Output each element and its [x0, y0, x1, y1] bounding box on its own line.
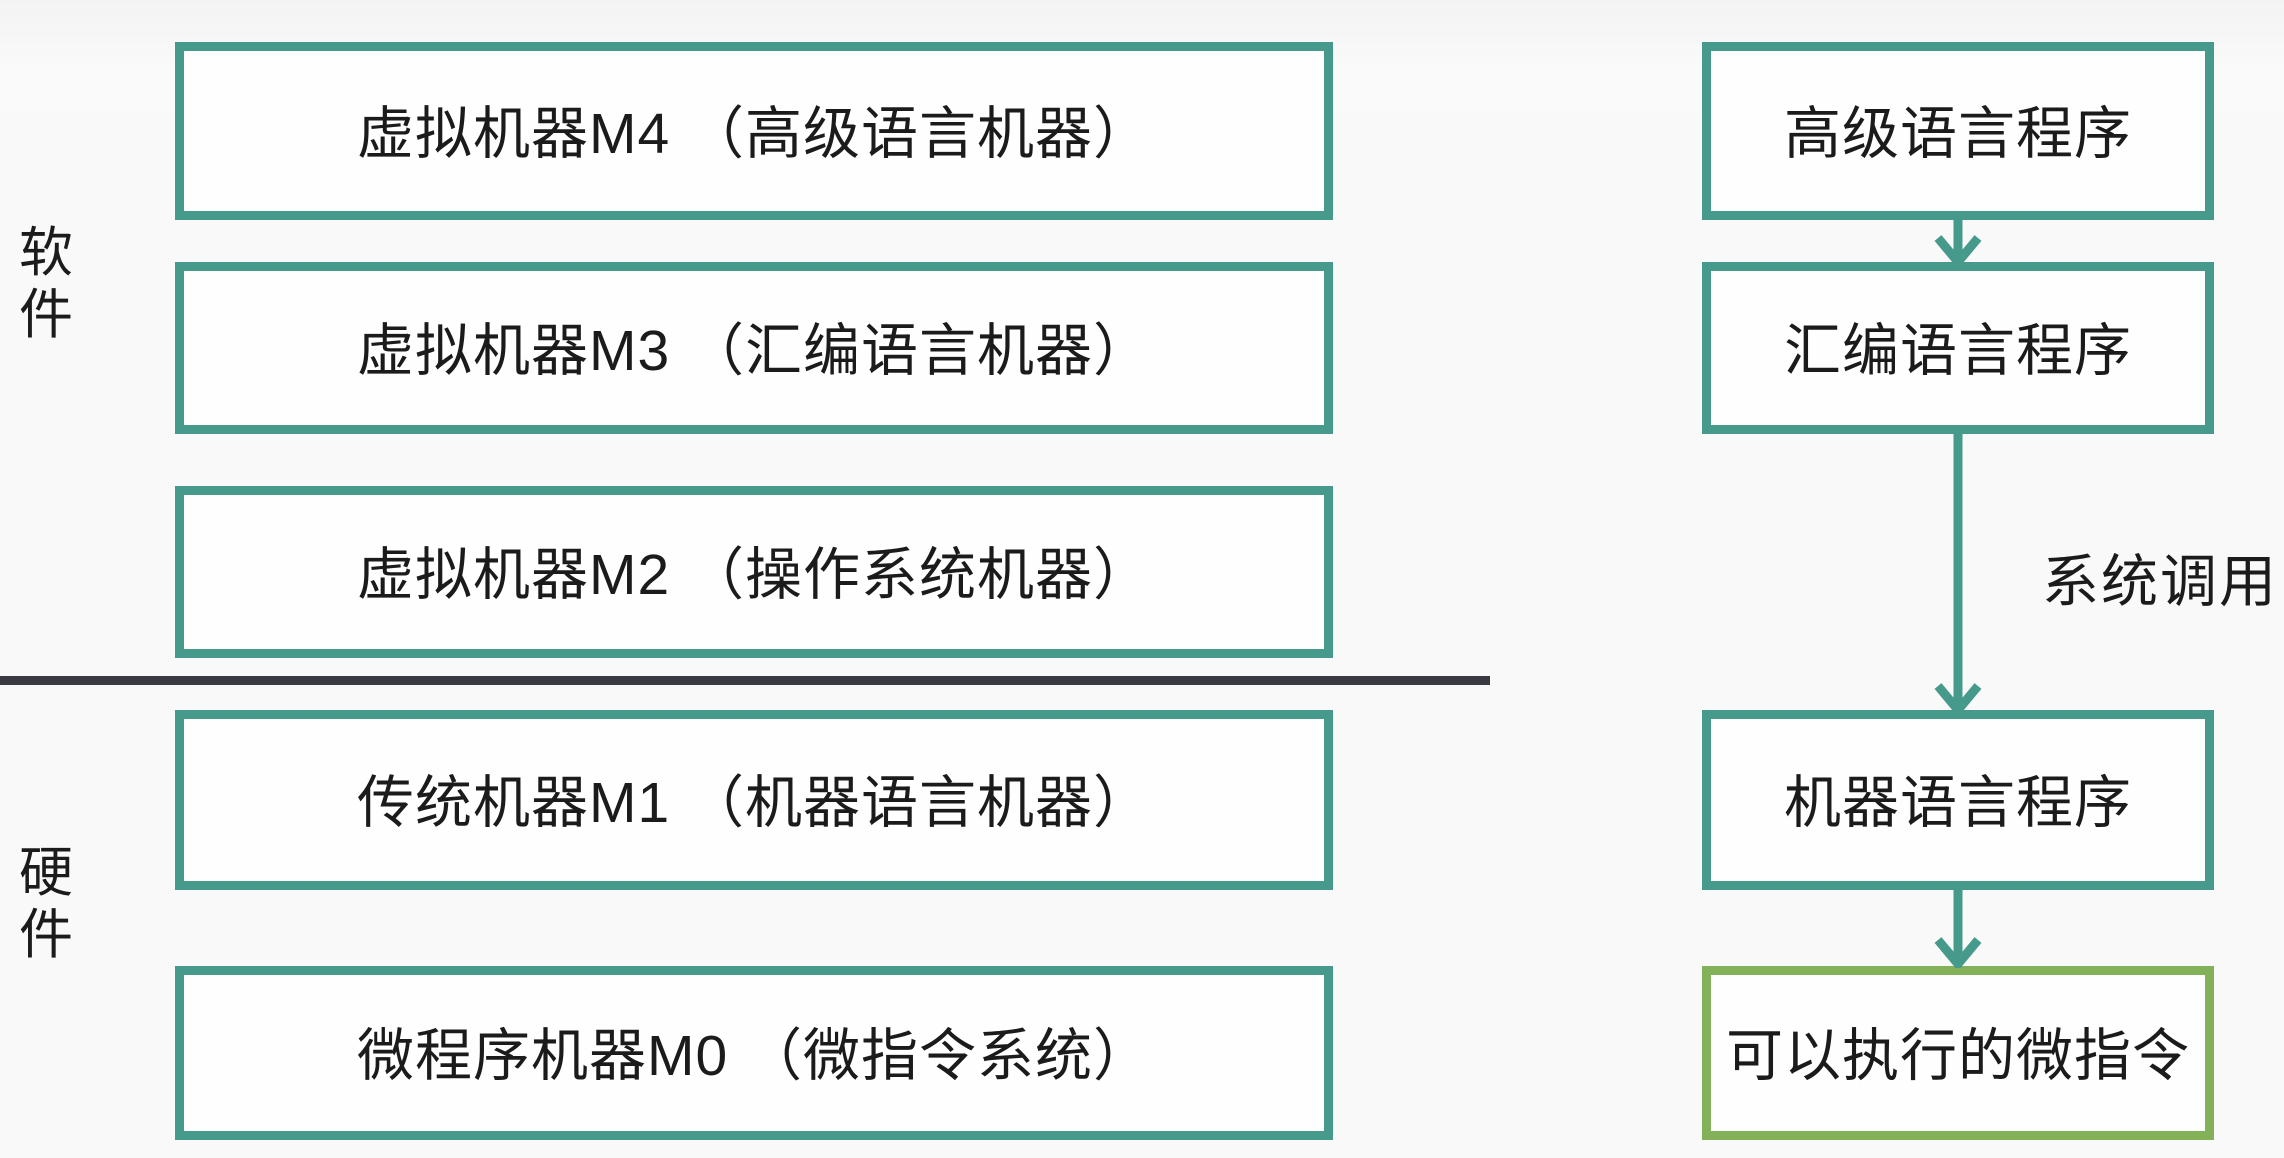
arrow-down-icon: [1934, 218, 1982, 266]
program-microinstruction-label: 可以执行的微指令: [1726, 1024, 2190, 1088]
software-section-label: 软件: [19, 223, 73, 345]
arrow-down-icon: [1934, 432, 1982, 714]
machine-level-m2-box: 虚拟机器M2 （操作系统机器）: [175, 486, 1333, 658]
machine-level-m3-box: 虚拟机器M3 （汇编语言机器）: [175, 262, 1333, 434]
hardware-section-label: 硬件: [19, 843, 73, 965]
machine-level-m2-label: 虚拟机器M2 （操作系统机器）: [356, 543, 1152, 607]
machine-level-m1-box: 传统机器M1 （机器语言机器）: [175, 710, 1333, 890]
program-highlevel-box: 高级语言程序: [1702, 42, 2214, 220]
program-machine-box: 机器语言程序: [1702, 710, 2214, 890]
machine-level-m0-label: 微程序机器M0 （微指令系统）: [356, 1024, 1152, 1088]
program-microinstruction-box: 可以执行的微指令: [1702, 966, 2214, 1140]
machine-level-m4-box: 虚拟机器M4 （高级语言机器）: [175, 42, 1333, 220]
system-call-annotation: 系统调用: [2042, 550, 2278, 614]
program-assembly-box: 汇编语言程序: [1702, 262, 2214, 434]
machine-level-m1-label: 传统机器M1 （机器语言机器）: [356, 771, 1152, 835]
machine-level-m4-label: 虚拟机器M4 （高级语言机器）: [356, 102, 1152, 166]
program-highlevel-label: 高级语言程序: [1784, 102, 2132, 166]
program-assembly-label: 汇编语言程序: [1784, 319, 2132, 383]
program-machine-label: 机器语言程序: [1784, 771, 2132, 835]
machine-level-m0-box: 微程序机器M0 （微指令系统）: [175, 966, 1333, 1140]
arrow-machine-to-microinstruction: [1922, 888, 1994, 968]
arrow-highlevel-to-assembly: [1922, 218, 1994, 266]
machine-level-m3-label: 虚拟机器M3 （汇编语言机器）: [356, 319, 1152, 383]
arrow-down-icon: [1934, 888, 1982, 968]
software-hardware-divider: [0, 676, 1490, 685]
arrow-assembly-to-machine: [1922, 432, 1994, 714]
